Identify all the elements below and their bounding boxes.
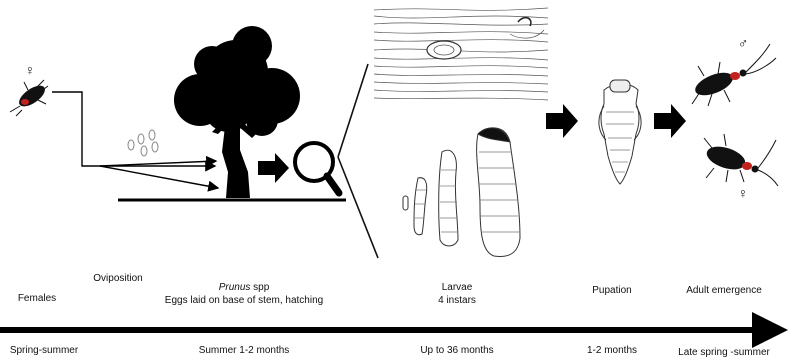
block-arrow-icon: [546, 104, 578, 138]
stage-label-instars: 4 instars: [438, 295, 476, 307]
female-symbol: ♀: [738, 186, 749, 200]
magnifying-glass-icon: [295, 143, 339, 193]
female-beetle-icon: [10, 80, 48, 116]
pupa-illustration: [599, 80, 641, 184]
host-suffix: spp: [250, 282, 269, 293]
stage-label-oviposition: Oviposition: [93, 273, 142, 285]
stage-label-adult: Adult emergence: [686, 285, 762, 297]
host-genus: Prunus: [219, 282, 251, 293]
timeline-label: 1-2 months: [587, 345, 637, 357]
timeline-label: Spring-summer: [10, 345, 78, 357]
male-beetle-icon: [692, 44, 776, 106]
block-arrow-icon: [258, 153, 289, 183]
zoom-lines: [338, 64, 378, 258]
wood-gallery-illustration: [374, 8, 548, 100]
male-symbol: ♂: [738, 36, 749, 50]
larvae-instars-illustration: [403, 128, 520, 257]
eggs-icon: [128, 130, 158, 156]
stage-label-larvae: Larvae: [442, 282, 473, 294]
stage-label-females: Females: [18, 293, 56, 305]
female-adult-beetle-icon: [704, 134, 778, 186]
stage-label-pupation: Pupation: [592, 285, 631, 297]
block-arrow-icon: [654, 104, 686, 138]
female-symbol: ♀: [25, 63, 36, 77]
timeline-label: Late spring -summer: [678, 347, 770, 359]
timeline-label: Up to 36 months: [420, 345, 493, 357]
stage-label-host: Prunus spp: [219, 282, 270, 294]
stage-label-eggs: Eggs laid on base of stem, hatching: [165, 295, 323, 307]
timeline-label: Summer 1-2 months: [199, 345, 290, 357]
